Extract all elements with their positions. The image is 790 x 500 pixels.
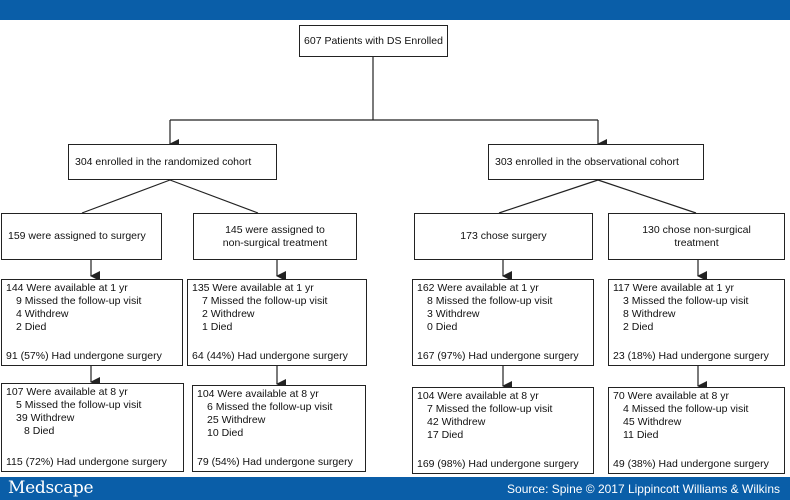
rs-8yr-available: 107 Were available at 8 yr — [6, 386, 128, 398]
observational-cohort-label: 303 enrolled in the observational cohort — [495, 155, 679, 168]
rn-1yr-missed: 7 Missed the follow-up visit — [202, 295, 328, 307]
rand-surgery-arm-label: 159 were assigned to surgery — [8, 230, 146, 242]
obs-split-right — [597, 179, 697, 214]
on-8yr-missed: 4 Missed the follow-up visit — [623, 403, 749, 415]
os-8yr-surgery: 169 (98%) Had undergone surgery — [417, 458, 579, 470]
rand-nonsurgical-1yr-box: 135 Were available at 1 yr 7 Missed the … — [187, 279, 367, 366]
on-8yr-withdrew: 45 Withdrew — [623, 416, 682, 428]
rs-1yr-withdrew: 4 Withdrew — [16, 308, 69, 320]
obs-nonsurgical-arm-label-2: treatment — [674, 236, 719, 249]
rand-nonsurgical-arm-label-2: non-surgical treatment — [222, 236, 328, 249]
footer-brand-bar — [0, 477, 790, 500]
os-8yr-available: 104 Were available at 8 yr — [417, 390, 539, 402]
randomized-cohort-label: 304 enrolled in the randomized cohort — [75, 155, 252, 168]
os-1yr-available: 162 Were available at 1 yr — [417, 282, 539, 294]
rand-split-left — [81, 179, 171, 214]
on-1yr-surgery: 23 (18%) Had undergone surgery — [613, 350, 769, 362]
obs-nonsurgical-arm-label-1: 130 chose non-surgical — [642, 223, 751, 236]
observational-cohort-box: 303 enrolled in the observational cohort — [488, 144, 704, 180]
rand-split-right — [169, 179, 259, 214]
os-8yr-missed: 7 Missed the follow-up visit — [427, 403, 553, 415]
rn-1yr-withdrew: 2 Withdrew — [202, 308, 255, 320]
rn-1yr-died: 1 Died — [202, 321, 233, 333]
rand-nonsurgical-8yr-box: 104 Were available at 8 yr 6 Missed the … — [192, 385, 366, 472]
on-1yr-died: 2 Died — [623, 321, 654, 333]
os-1yr-died: 0 Died — [427, 321, 458, 333]
top-brand-bar — [0, 0, 790, 20]
obs-surgery-arm-box: 173 chose surgery — [414, 213, 593, 260]
obs-nonsurgical-arm-box: 130 chose non-surgical treatment — [608, 213, 785, 260]
os-8yr-died: 17 Died — [427, 429, 464, 441]
on-1yr-missed: 3 Missed the follow-up visit — [623, 295, 749, 307]
rn-8yr-died: 10 Died — [207, 427, 244, 439]
os-8yr-withdrew: 42 Withdrew — [427, 416, 486, 428]
medscape-logo[interactable]: Medscape — [8, 478, 94, 498]
obs-surgery-8yr-box: 104 Were available at 8 yr 7 Missed the … — [412, 387, 594, 474]
rn-8yr-withdrew: 25 Withdrew — [207, 414, 266, 426]
rand-nonsurgical-arm-label-1: 145 were assigned to — [225, 223, 325, 236]
os-1yr-missed: 8 Missed the follow-up visit — [427, 295, 553, 307]
rand-surgery-arm-box: 159 were assigned to surgery — [1, 213, 162, 260]
on-8yr-surgery: 49 (38%) Had undergone surgery — [613, 458, 769, 470]
obs-nonsurgical-8yr-box: 70 Were available at 8 yr 4 Missed the f… — [608, 387, 785, 474]
obs-nonsurgical-1yr-box: 117 Were available at 1 yr 3 Missed the … — [608, 279, 785, 366]
rand-nonsurgical-arm-box: 145 were assigned to non-surgical treatm… — [193, 213, 357, 260]
root-label: 607 Patients with DS Enrolled — [304, 34, 443, 47]
os-1yr-withdrew: 3 Withdrew — [427, 308, 480, 320]
rs-8yr-died: 8 Died — [24, 425, 55, 437]
on-1yr-withdrew: 8 Withdrew — [623, 308, 676, 320]
rs-1yr-missed: 9 Missed the follow-up visit — [16, 295, 142, 307]
randomized-cohort-box: 304 enrolled in the randomized cohort — [68, 144, 277, 180]
root-box: 607 Patients with DS Enrolled — [299, 25, 448, 57]
rs-8yr-surgery: 115 (72%) Had undergone surgery — [6, 456, 167, 468]
source-credit: Source: Spine © 2017 Lippincott Williams… — [507, 482, 780, 496]
on-8yr-died: 11 Died — [623, 429, 659, 441]
rn-1yr-available: 135 Were available at 1 yr — [192, 282, 314, 294]
rs-8yr-missed: 5 Missed the follow-up visit — [16, 399, 142, 411]
rs-1yr-died: 2 Died — [16, 321, 47, 333]
rand-surgery-1yr-box: 144 Were available at 1 yr 9 Missed the … — [1, 279, 183, 366]
rs-1yr-surgery: 91 (57%) Had undergone surgery — [6, 350, 162, 362]
rn-8yr-missed: 6 Missed the follow-up visit — [207, 401, 333, 413]
obs-split-left — [498, 179, 599, 214]
rs-1yr-available: 144 Were available at 1 yr — [6, 282, 128, 294]
rn-8yr-available: 104 Were available at 8 yr — [197, 388, 319, 400]
rand-surgery-8yr-box: 107 Were available at 8 yr 5 Missed the … — [1, 383, 184, 472]
on-1yr-available: 117 Were available at 1 yr — [613, 282, 735, 294]
rn-1yr-surgery: 64 (44%) Had undergone surgery — [192, 350, 348, 362]
rs-8yr-withdrew: 39 Withdrew — [16, 412, 75, 424]
obs-surgery-arm-label: 173 chose surgery — [460, 230, 547, 242]
obs-surgery-1yr-box: 162 Were available at 1 yr 8 Missed the … — [412, 279, 594, 366]
os-1yr-surgery: 167 (97%) Had undergone surgery — [417, 350, 579, 362]
rn-8yr-surgery: 79 (54%) Had undergone surgery — [197, 456, 353, 468]
on-8yr-available: 70 Were available at 8 yr — [613, 390, 729, 402]
